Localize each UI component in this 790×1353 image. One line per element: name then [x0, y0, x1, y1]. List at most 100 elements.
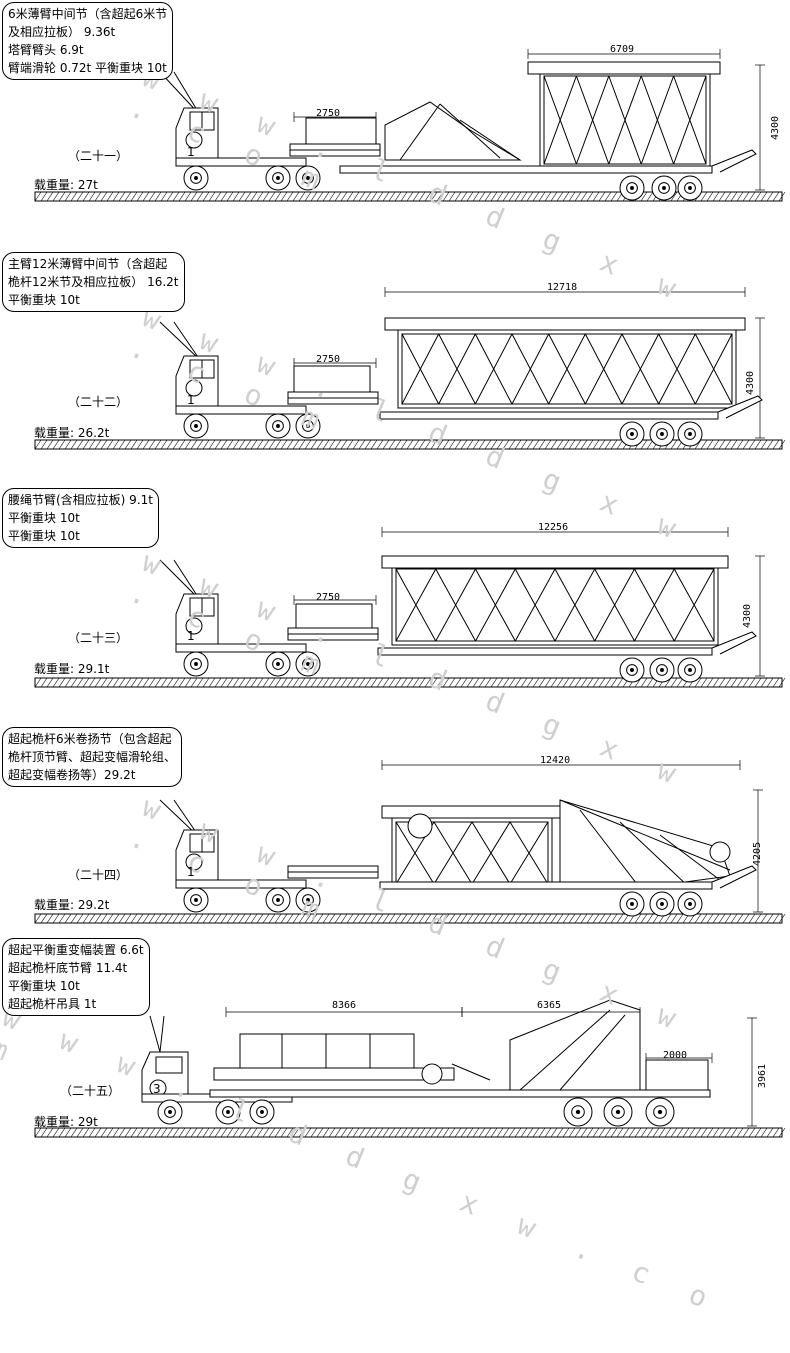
p21-ground-hatch	[610, 191, 618, 202]
p22-ground-hatch	[196, 439, 204, 450]
p22-ground-hatch	[418, 439, 426, 450]
p24-ground-hatch	[118, 913, 126, 924]
p21-ground-hatch	[466, 191, 474, 202]
p22-ground-hatch	[82, 439, 90, 450]
p22-ground-hatch	[406, 439, 414, 450]
p25-ground-hatch	[688, 1127, 696, 1138]
p21-trailer-deck	[339, 165, 713, 174]
p24-ground-hatch	[598, 913, 606, 924]
p25-ground-hatch	[682, 1127, 690, 1138]
p25-ground-hatch	[388, 1127, 396, 1138]
p24-ground-hatch	[214, 913, 222, 924]
p25-ground-hatch	[148, 1127, 156, 1138]
p22-ground-hatch	[154, 439, 162, 450]
p21-lattice-diag	[543, 75, 577, 165]
p23-ground-hatch	[694, 677, 702, 688]
load-capacity-22: 载重量: 26.2t	[34, 426, 110, 440]
p25-ground-hatch	[616, 1127, 624, 1138]
truck-badge-25: 3	[153, 1082, 161, 1096]
p25-ground-hatch	[358, 1127, 366, 1138]
p21-ground-hatch	[526, 191, 534, 202]
p23-ground-hatch	[166, 677, 174, 688]
p21-ground-hatch	[250, 191, 258, 202]
p22-ground-hatch	[148, 439, 156, 450]
p22-lattice-diag	[694, 333, 733, 405]
p22-ground-hatch	[184, 439, 192, 450]
p21-ground-hatch	[490, 191, 498, 202]
p24-ground-hatch	[316, 913, 324, 924]
p23-ground-hatch	[754, 677, 762, 688]
p25-ground-hatch	[406, 1127, 414, 1138]
p23-ground-hatch	[382, 677, 390, 688]
p22-ground-hatch	[472, 439, 480, 450]
p25-ground-hatch	[718, 1127, 726, 1138]
p21-ground-hatch	[574, 191, 582, 202]
p25-ground-hatch	[706, 1127, 714, 1138]
p23-ground-hatch	[160, 677, 168, 688]
p21-ground-hatch	[562, 191, 570, 202]
p23-ground-hatch	[310, 677, 318, 688]
p24-ground-hatch	[382, 913, 390, 924]
diagram-canvas	[34, 49, 786, 1138]
p25-ground-hatch	[514, 1127, 522, 1138]
p23-ground-hatch	[316, 677, 324, 688]
dim-length-a-21: 2750	[316, 108, 341, 119]
p23-ground-hatch	[112, 677, 120, 688]
p21-ground-hatch	[286, 191, 294, 202]
p21-ground-hatch	[196, 191, 204, 202]
p24-ground-hatch	[124, 913, 132, 924]
p23-ground-hatch	[706, 677, 714, 688]
cargo-callout-22: 主臂12米薄臂中间节（含超起 桅杆12米节及相应拉板） 16.2t 平衡重块 1…	[2, 252, 185, 312]
p22-ground-hatch	[766, 439, 774, 450]
p24-ground-hatch	[358, 913, 366, 924]
p25-ground-hatch	[418, 1127, 426, 1138]
p22-ground-hatch	[364, 439, 372, 450]
p22-wheel-axle	[306, 424, 310, 428]
p24-ground-hatch	[472, 913, 480, 924]
p25-ground-hatch	[166, 1127, 174, 1138]
p21-ground-hatch	[508, 191, 516, 202]
p24-ground-hatch	[160, 913, 168, 924]
p23-ground-hatch	[562, 677, 570, 688]
p24-ground-hatch	[34, 913, 42, 924]
p21-ground-hatch	[538, 191, 546, 202]
p25-ground-hatch	[58, 1127, 66, 1138]
p25-ground-hatch	[112, 1127, 120, 1138]
p25-ground-hatch	[454, 1127, 462, 1138]
p21-ground-hatch	[712, 191, 720, 202]
p25-ground-hatch	[526, 1127, 534, 1138]
p22-ground-hatch	[502, 439, 510, 450]
p24-ground-hatch	[334, 913, 342, 924]
p23-ground-hatch	[490, 677, 498, 688]
p23-ground-hatch	[256, 677, 264, 688]
p25-ground-hatch	[52, 1127, 60, 1138]
p23-ground-hatch	[298, 677, 306, 688]
p22-ground-hatch	[760, 439, 768, 450]
p25-ground-hatch	[460, 1127, 468, 1138]
p25-wheel-axle	[260, 1110, 264, 1114]
p22-ground-hatch	[508, 439, 516, 450]
p22-ground-hatch	[178, 439, 186, 450]
p24-ground-hatch	[568, 913, 576, 924]
p24-ground-hatch	[364, 913, 372, 924]
p21-ground-hatch	[142, 191, 150, 202]
p25-ground-hatch	[658, 1127, 666, 1138]
p23-ground-hatch	[358, 677, 366, 688]
p22-ground-hatch	[262, 439, 270, 450]
p21-ground-hatch	[358, 191, 366, 202]
p24-ground-hatch	[196, 913, 204, 924]
p22-ground-hatch	[88, 439, 96, 450]
p22-ground-hatch	[532, 439, 540, 450]
p23-ground-hatch	[436, 677, 444, 688]
p23-ground-hatch	[130, 677, 138, 688]
p25-ground-hatch	[340, 1127, 348, 1138]
p25-ground-hatch	[226, 1127, 234, 1138]
p24-ground-hatch	[490, 913, 498, 924]
p23-ground-hatch	[52, 677, 60, 688]
p21-wheel-axle	[276, 176, 280, 180]
p23-wheel-axle	[630, 668, 634, 672]
p23-ground-hatch	[262, 677, 270, 688]
p22-ground-hatch	[208, 439, 216, 450]
p21-ground-hatch	[430, 191, 438, 202]
p23-ground-hatch	[334, 677, 342, 688]
